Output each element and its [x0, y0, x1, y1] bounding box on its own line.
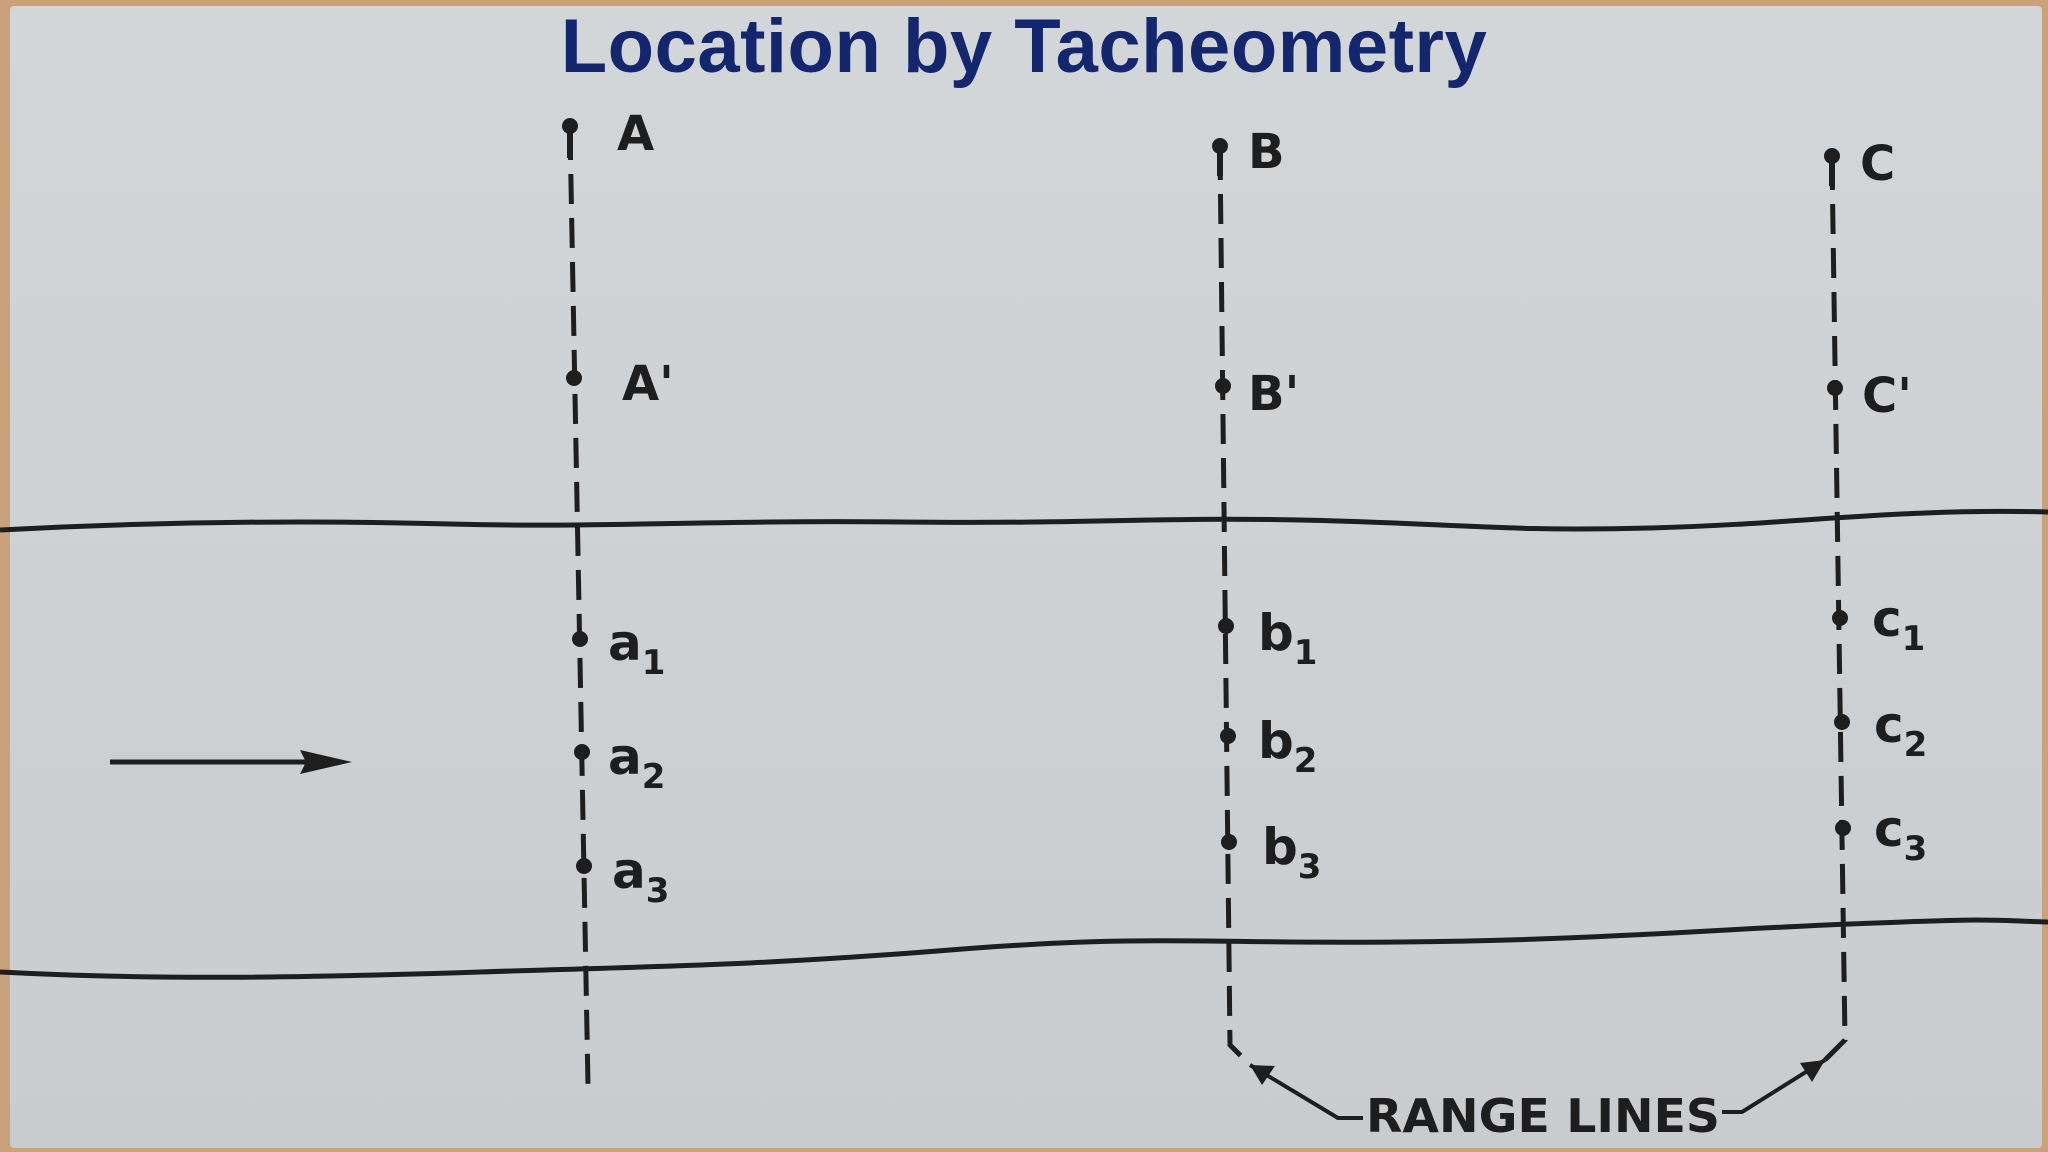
- point-c1-dot: [1832, 610, 1848, 626]
- reference-label-a-prime: A': [622, 356, 674, 412]
- station-c-marker: [1824, 148, 1840, 186]
- upper-river-bank: [0, 508, 2048, 533]
- sounding-label-a3: a3: [612, 842, 669, 911]
- point-c3-dot: [1835, 820, 1851, 836]
- station-a-marker: [562, 118, 578, 158]
- reference-label-b-prime: B': [1248, 366, 1299, 422]
- range-lines-leader-left: [1248, 1063, 1363, 1120]
- station-label-c: C: [1860, 136, 1895, 192]
- reference-label-c-prime: C': [1862, 368, 1912, 424]
- lower-river-bank: [0, 917, 2048, 980]
- sounding-label-c2: c2: [1874, 696, 1927, 765]
- sounding-label-b3: b3: [1262, 818, 1321, 887]
- point-b3-dot: [1221, 834, 1237, 850]
- range-line-a: [567, 129, 591, 1086]
- point-a2-dot: [574, 744, 590, 760]
- paper-background: [10, 6, 2042, 1148]
- sounding-label-c1: c1: [1872, 590, 1925, 659]
- range-line-b: [1217, 149, 1252, 1067]
- sounding-label-c3: c3: [1874, 800, 1927, 869]
- point-b1-dot: [1218, 618, 1234, 634]
- point-a-prime-dot: [566, 370, 582, 386]
- sounding-label-b2: b2: [1258, 712, 1317, 781]
- right-arrow-icon: [110, 750, 352, 774]
- sounding-label-b1: b1: [1258, 604, 1317, 673]
- sounding-label-a2: a2: [608, 728, 665, 797]
- leader-arrowhead-left: [1250, 1065, 1275, 1085]
- point-b2-dot: [1220, 728, 1236, 744]
- page-title: Location by Tacheometry: [560, 4, 1488, 89]
- point-b-prime-dot: [1215, 378, 1231, 394]
- sounding-label-a1: a1: [608, 614, 665, 683]
- station-label-a: A: [617, 106, 654, 162]
- range-lines-leader-right: [1722, 1058, 1827, 1114]
- point-a3-dot: [576, 858, 592, 874]
- station-b-marker: [1212, 138, 1228, 176]
- range-line-c: [1823, 159, 1848, 1062]
- range-lines-caption: RANGE LINES: [1366, 1089, 1720, 1143]
- leader-arrowhead-right: [1800, 1060, 1825, 1082]
- station-label-b: B: [1248, 124, 1285, 180]
- point-c-prime-dot: [1827, 380, 1843, 396]
- point-c2-dot: [1834, 714, 1850, 730]
- point-a1-dot: [572, 631, 588, 647]
